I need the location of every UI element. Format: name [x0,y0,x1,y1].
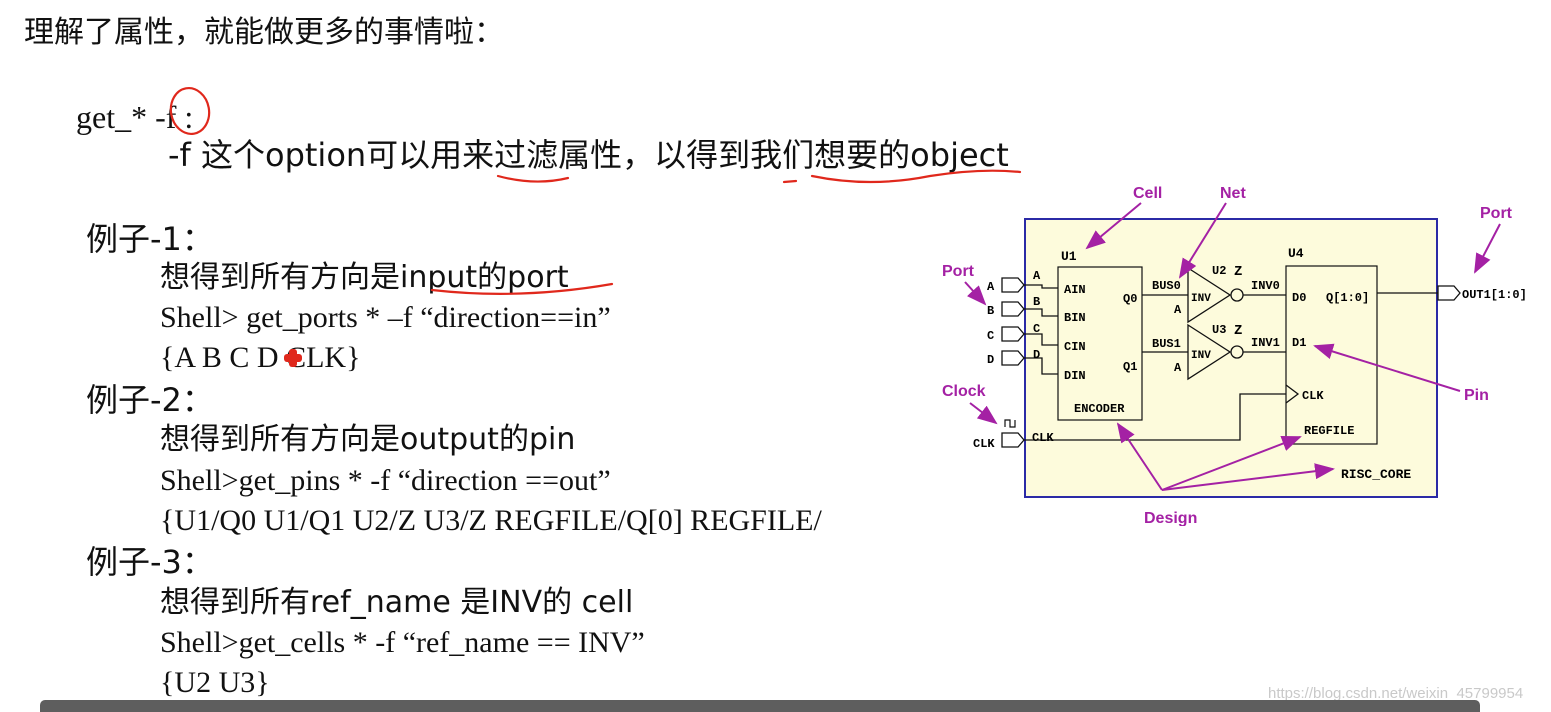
port-clk-icon [1001,432,1025,448]
example-2-title: 例子-2： [86,381,214,419]
filter-description: -f 这个option可以用来过滤属性，以得到我们想要的object [168,136,1009,174]
port-a-icon [1001,277,1025,293]
horizontal-scrollbar[interactable] [40,700,1480,712]
underline-small [782,179,798,184]
u1-pin-ain: AIN [1064,283,1086,297]
u3-inverter-shape [1187,323,1232,381]
u1-label: U1 [1061,249,1077,264]
example-3-title: 例子-3： [86,543,214,581]
arrow-cell [1085,202,1142,250]
risc-core-box [1024,218,1438,498]
port-b-label: B [987,304,994,318]
example-1-desc: 想得到所有方向是input的port [160,260,569,295]
u3-pin-z: Z [1234,323,1242,339]
port-a-label: A [987,280,995,294]
net-inv1: INV1 [1251,336,1280,350]
u4-pin-d0: D0 [1292,291,1306,305]
port-c-label: C [987,329,994,343]
wire-label-d: D [1033,348,1040,362]
port-out1-icon [1437,285,1461,301]
clock-wave-icon [1004,419,1016,428]
callout-clock: Clock [942,383,986,400]
example-2-desc: 想得到所有方向是output的pin [160,422,576,457]
arrow-clock [969,402,998,425]
design-diagram: U1 AIN BIN CIN DIN Q0 Q1 ENCODER A B C D… [942,185,1527,526]
port-b-icon [1001,301,1025,317]
u3-pin-a: A [1174,361,1182,375]
net-inv0: INV0 [1251,279,1280,293]
example-1-title: 例子-1： [86,220,214,258]
u4-regfile-box [1285,265,1378,445]
wire-label-b: B [1033,295,1040,309]
callout-port-right: Port [1480,205,1513,222]
u4-label: U4 [1288,246,1304,261]
callout-cell: Cell [1133,185,1162,202]
u2-inverter-shape [1187,266,1232,324]
example-3-desc: 想得到所有ref_name 是INV的 cell [160,585,634,620]
page-title: 理解了属性，就能做更多的事情啦： [24,15,504,50]
u2-type-label: INV [1191,293,1211,305]
watermark: https://blog.csdn.net/weixin_45799954 [1268,685,1524,702]
u2-label: U2 [1212,264,1226,278]
arrow-net [1178,202,1227,279]
u3-label: U3 [1212,323,1226,337]
u1-pin-q0: Q0 [1123,292,1137,306]
u4-pin-d1: D1 [1292,336,1306,350]
wire-label-clk: CLK [1032,431,1054,445]
u2-pin-z: Z [1234,264,1242,280]
filter-command: get_* -f : [76,99,194,135]
u1-pin-cin: CIN [1064,340,1086,354]
callout-pin: Pin [1464,387,1489,404]
port-d-label: D [987,353,994,367]
risc-core-label: RISC_CORE [1341,467,1411,482]
net-bus0: BUS0 [1152,279,1181,293]
callout-design: Design [1144,510,1197,526]
net-bus1: BUS1 [1152,337,1181,351]
u3-type-label: INV [1191,350,1211,362]
arrow-port-left [964,281,987,306]
example-1-result: {A B C D CLK} [160,341,361,374]
port-out1-label: OUT1[1:0] [1462,288,1527,302]
wire-label-a: A [1033,269,1041,283]
port-c-icon [1001,326,1025,342]
u2-pin-a: A [1174,303,1182,317]
u4-pin-clk: CLK [1302,389,1324,403]
arrow-design-regfile [1161,435,1302,491]
arrow-pin [1313,343,1461,392]
example-2-result: {U1/Q0 U1/Q1 U2/Z U3/Z REGFILE/Q[0] REGF… [160,506,822,536]
wire-label-c: C [1033,322,1040,336]
arrow-design-encoder [1116,422,1163,491]
port-d-icon [1001,350,1025,366]
u1-pin-q1: Q1 [1123,360,1137,374]
u4-type-label: REGFILE [1304,424,1354,438]
underline-filter [496,174,570,183]
callout-net: Net [1220,185,1246,202]
arrow-design-core [1161,463,1335,491]
port-clk-label: CLK [973,437,995,451]
example-1-cmd: Shell> get_ports * –f “direction==in” [160,301,611,334]
example-2-cmd: Shell>get_pins * -f “direction ==out” [160,464,611,497]
u4-pin-q: Q[1:0] [1326,291,1369,305]
example-3-result: {U2 U3} [160,666,270,699]
callout-port-left: Port [942,263,975,280]
u1-pin-bin: BIN [1064,311,1086,325]
u1-encoder-box [1057,266,1143,421]
arrow-port-right [1474,223,1501,274]
example-3-cmd: Shell>get_cells * -f “ref_name == INV” [160,626,645,659]
u1-type-label: ENCODER [1074,402,1125,416]
u1-pin-din: DIN [1064,369,1086,383]
